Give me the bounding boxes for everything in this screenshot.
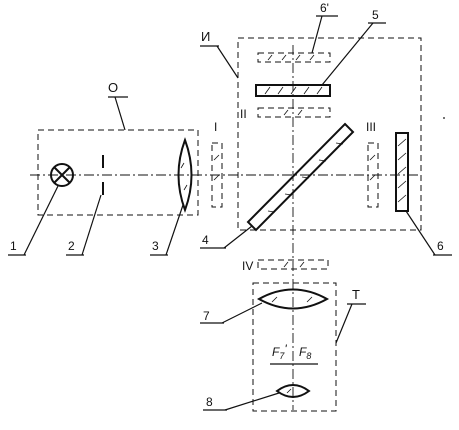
label-8: 8 <box>206 395 213 409</box>
label-2: 2 <box>68 239 75 253</box>
position-II-label: II <box>240 107 247 121</box>
position-III-label: III <box>366 120 376 134</box>
svg-text:F7': F7' <box>272 342 287 361</box>
condenser-lens <box>177 137 193 213</box>
position-I-dashed-plate <box>211 142 223 208</box>
focal-f7-prime: ' <box>284 342 287 356</box>
lamp-icon <box>50 163 74 187</box>
beam-splitter <box>246 122 355 232</box>
label-6-prime: 6' <box>320 1 329 15</box>
position-III-dashed-plate <box>367 142 379 208</box>
position-IV-label: IV <box>242 259 253 273</box>
label-7: 7 <box>203 309 210 323</box>
objective-lens <box>256 288 330 310</box>
source-block-frame <box>37 129 199 216</box>
focal-f7-letter: F <box>272 345 280 359</box>
stray-dot <box>443 117 445 119</box>
focal-f8-letter: F <box>299 345 307 359</box>
svg-text:F8: F8 <box>299 345 311 361</box>
label-5: 5 <box>372 8 379 22</box>
interferometer-block-label: И <box>201 29 210 44</box>
telescope-block-frame <box>252 282 337 412</box>
interferometer-block-frame <box>237 37 422 231</box>
telescope-block-label: Т <box>352 287 360 302</box>
optical-axes <box>30 45 420 410</box>
position-IV-dashed-plate <box>257 259 329 270</box>
mirror-6 <box>395 132 409 212</box>
plate-5 <box>255 84 331 97</box>
focal-plane-label: F7' F8 <box>270 342 318 365</box>
focal-f8-subscript: 8 <box>306 351 311 361</box>
label-3: 3 <box>152 239 159 253</box>
position-II-dashed-plate <box>257 107 331 118</box>
mirror-6-prime-dashed <box>257 52 331 63</box>
source-block-label: О <box>108 80 118 95</box>
label-4: 4 <box>202 233 209 247</box>
position-I-label: I <box>214 120 217 134</box>
label-6: 6 <box>437 239 444 253</box>
label-1: 1 <box>10 239 17 253</box>
eyepiece-lens <box>275 384 311 398</box>
focal-f7-subscript: 7 <box>279 351 285 361</box>
